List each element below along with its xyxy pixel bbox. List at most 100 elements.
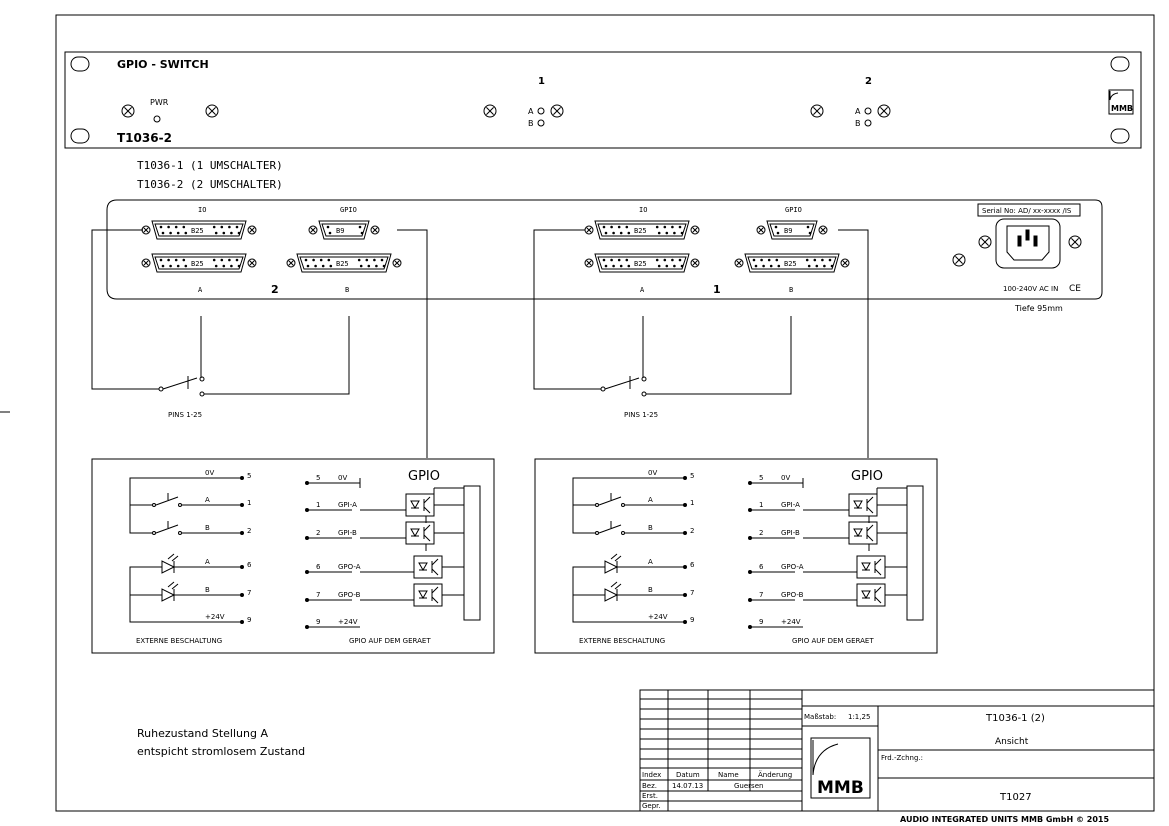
col-name: Name	[718, 771, 739, 779]
scale-label: Maßstab:	[804, 713, 836, 721]
led-icon	[161, 553, 212, 574]
screw-icon	[370, 225, 380, 235]
screw-icon	[978, 235, 992, 249]
rack-slot-icon	[1110, 56, 1130, 72]
front-panel-outline	[64, 51, 1142, 149]
switch-wiring	[91, 229, 869, 458]
int-signal-label: +24V	[781, 618, 801, 626]
ext-pin-label: 6	[247, 561, 252, 569]
gpio-bus-bar	[463, 485, 481, 621]
io-connector-a-1: B25	[584, 253, 700, 273]
ce-mark: CE	[1069, 284, 1081, 294]
int-pin-label: 1	[759, 501, 763, 509]
screw-icon	[877, 104, 891, 118]
gpio-box-left: GPIO EXTERNE BESCHALTUNG GPIO AUF DEM GERA…	[91, 458, 495, 654]
a-label-1: A	[640, 286, 645, 294]
int-signal-label: GPI-B	[338, 529, 357, 537]
connector-label: B25	[191, 260, 204, 268]
screw-icon	[810, 104, 824, 118]
int-signal-label: 0V	[338, 474, 347, 482]
int-signal-label: GPO-B	[781, 591, 804, 599]
channel-2-a-label: A	[855, 107, 861, 116]
switch-wiring-section	[533, 229, 869, 458]
screw-icon	[550, 104, 564, 118]
gpio-connector-1: B9	[756, 220, 828, 240]
int-pin-label: 7	[316, 591, 320, 599]
optocoupler-icon	[803, 583, 907, 607]
gpio-bus-bar	[906, 485, 924, 621]
ext-pin-label: 1	[247, 499, 251, 507]
ext-signal-label: A	[205, 558, 210, 566]
channel-1-b-label: B	[528, 119, 534, 128]
screw-icon	[286, 258, 296, 268]
row-gepr: Gepr.	[642, 802, 661, 810]
led-icon	[604, 553, 655, 574]
connector-label: B9	[336, 227, 344, 235]
led-icon	[161, 581, 212, 602]
channel-2-label: 2	[865, 76, 872, 87]
ext-pin-label: 5	[247, 472, 251, 480]
gpio-box-outline	[534, 458, 938, 654]
screw-icon	[121, 104, 135, 118]
int-pin-label: 7	[759, 591, 763, 599]
ext-pin-label: 7	[247, 589, 251, 597]
rack-slot-icon	[70, 128, 90, 144]
ext-pin-label: 9	[247, 616, 251, 624]
gpio-connector-2: B9	[308, 220, 380, 240]
int-signal-label: GPI-A	[781, 501, 800, 509]
channel-2-b-label: B	[855, 119, 861, 128]
screw-icon	[952, 253, 966, 267]
ext-signal-label: A	[648, 558, 653, 566]
scale-value: 1:1,25	[848, 713, 870, 721]
footer-copyright: AUDIO INTEGRATED UNITS MMB GmbH © 2015	[900, 815, 1109, 824]
pwr-label: PWR	[150, 98, 169, 107]
ext-signal-label: 0V	[205, 469, 214, 477]
row-bez: Bez.	[642, 782, 657, 790]
optocoupler-icon	[360, 521, 464, 551]
int-pin-label: 2	[759, 529, 763, 537]
io-connector-a-2: B25	[141, 253, 257, 273]
io-label-2: IO	[198, 206, 206, 214]
serial-text: Serial No: AD/ xx-xxxx /IS	[982, 207, 1072, 215]
rack-slot-icon	[1110, 128, 1130, 144]
drawing-frame	[55, 14, 1155, 812]
note-line-2: entspicht stromlosem Zustand	[137, 745, 305, 758]
led-icon	[604, 581, 655, 602]
int-pin-label: 6	[316, 563, 321, 571]
drawing-title: T1036-1 (2)	[985, 713, 1045, 724]
ext-pin-label: 5	[690, 472, 694, 480]
int-signal-label: GPO-A	[338, 563, 361, 571]
optocoupler-icon	[803, 493, 907, 523]
front-panel-title: GPIO - SWITCH	[117, 58, 209, 71]
screw-icon	[734, 258, 744, 268]
rack-slot-icon	[70, 56, 90, 72]
bez-date: 14.07.13	[672, 782, 703, 790]
int-caption: GPIO AUF DEM GERAET	[349, 637, 431, 645]
bez-name: Guersen	[734, 782, 763, 790]
b-label-2: B	[345, 286, 349, 294]
screw-icon	[584, 225, 594, 235]
switch-wiring-section	[91, 229, 428, 458]
io-connector-1: B25	[584, 220, 700, 240]
screw-icon	[247, 258, 257, 268]
note-line-1: Ruhezustand Stellung A	[137, 727, 268, 740]
pins-label-1: PINS 1-25	[624, 411, 658, 419]
section-2-label: 2	[271, 283, 279, 296]
screw-icon	[141, 258, 151, 268]
iec-inlet-icon	[995, 218, 1061, 269]
connector-label: B9	[784, 227, 792, 235]
screw-icon	[690, 225, 700, 235]
ext-caption: EXTERNE BESCHALTUNG	[136, 637, 222, 645]
svg-text:MMB: MMB	[817, 778, 864, 798]
row-erst: Erst.	[642, 792, 658, 800]
int-signal-label: GPI-B	[781, 529, 800, 537]
connector-label: B25	[191, 227, 204, 235]
variant-line-2: T1036-2 (2 UMSCHALTER)	[137, 178, 283, 191]
screw-icon	[141, 225, 151, 235]
connector-label: B25	[634, 227, 647, 235]
optocoupler-icon	[803, 555, 907, 579]
int-signal-label: GPI-A	[338, 501, 357, 509]
serial-plate	[977, 203, 1081, 217]
gpio-box-title: GPIO	[408, 469, 440, 484]
ext-signal-label: +24V	[648, 613, 668, 621]
